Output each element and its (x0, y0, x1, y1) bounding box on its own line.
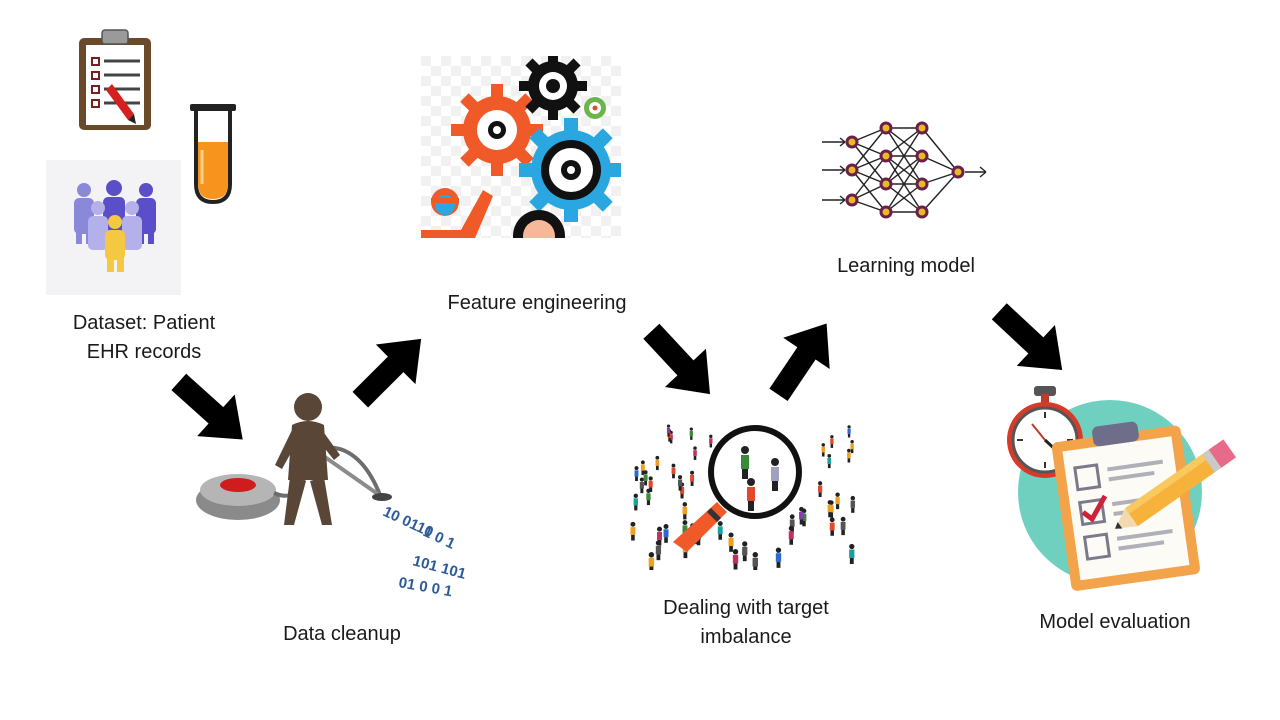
dataset-label: Dataset: Patient EHR records (72, 312, 216, 363)
magnified-person-3 (747, 478, 755, 511)
vacuum-cleaner-person-icon: 10 0110 1 0 1 101 101 01 0 0 1 (196, 393, 468, 600)
crowd-person (847, 425, 851, 438)
crowd-person (655, 540, 662, 561)
crowd-person (630, 521, 636, 541)
crowd-person (818, 481, 823, 498)
feature-label: Feature engineering (447, 292, 627, 314)
crowd-person (678, 475, 683, 491)
crowd-person (775, 547, 782, 568)
crowd-person (663, 523, 669, 543)
crowd-person (648, 476, 653, 492)
crowd-person (847, 448, 851, 463)
arrow-learning-to-evaluation (980, 290, 1082, 391)
cleanup-label: Data cleanup (283, 623, 401, 645)
crowd-person (709, 434, 713, 448)
crowd-person (633, 493, 638, 511)
binary-text-2: 1 0 1 (420, 523, 457, 553)
crowd-person (728, 532, 734, 552)
crowd-person (799, 506, 804, 525)
crowd-person (850, 439, 854, 454)
crowd-person (655, 455, 660, 471)
crowd-person (827, 454, 832, 469)
crowd-person (648, 552, 655, 570)
imbalance-label: Dealing with target imbalance (663, 597, 829, 648)
test-tube-icon (190, 104, 236, 205)
crowd-person (666, 424, 671, 437)
crowd-person (840, 516, 846, 536)
magnified-person-1 (741, 446, 749, 479)
crowd-person (849, 543, 855, 564)
crowd-person (850, 495, 856, 513)
arrow-feature-to-imbalance (630, 312, 731, 414)
binary-text-4: 01 0 0 1 (397, 574, 453, 600)
crowd-person (689, 427, 693, 440)
crowd-person (835, 492, 840, 510)
clipboard-icon (79, 29, 151, 130)
crowd-person (788, 525, 794, 545)
crowd-person (717, 521, 723, 540)
learning-label: Learning model (837, 255, 975, 277)
crowd-person (732, 549, 739, 570)
crowd-person (827, 500, 833, 518)
arrow-imbalance-to-learning (755, 307, 850, 411)
crowd-person (830, 435, 834, 448)
crowd-person (634, 466, 639, 482)
crowd-person (821, 443, 826, 457)
crowd-person (829, 517, 835, 536)
crowd-person (742, 541, 748, 562)
evaluation-clipboard-icon (1007, 386, 1237, 591)
crowd-person (639, 477, 644, 494)
crowd-person (640, 460, 645, 475)
magnified-person-2 (771, 458, 779, 491)
crowd-magnifier-icon (630, 424, 856, 570)
crowd-person (752, 551, 759, 570)
crowd-person (643, 470, 648, 486)
crowd-person (690, 470, 695, 486)
evaluation-label: Model evaluation (1039, 611, 1191, 633)
gears-icon (421, 56, 621, 238)
patients-group-icon (46, 160, 181, 295)
crowd-person (671, 463, 676, 479)
crowd-person (682, 502, 688, 520)
crowd-person (693, 446, 697, 460)
neural-network-icon (822, 121, 987, 219)
